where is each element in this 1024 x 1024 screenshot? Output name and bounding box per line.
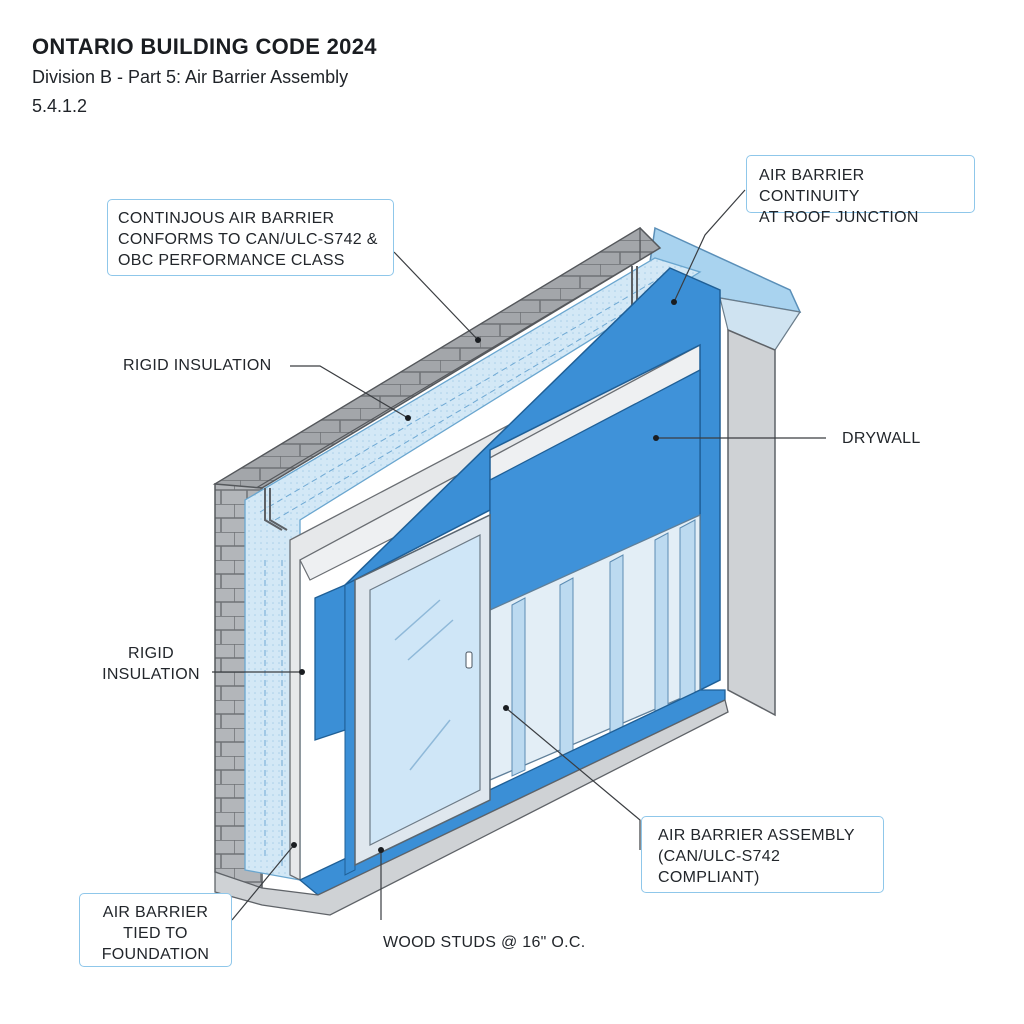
roof-junction-parapet [649,226,802,717]
section-number: 5.4.1.2 [32,96,88,116]
label-drywall: DRYWALL [842,430,921,447]
page-subtitle: Division B - Part 5: Air Barrier Assembl… [32,67,349,87]
window-unit [354,513,491,867]
callout-air-barrier-assembly: AIR BARRIER ASSEMBLY (CAN/ULC-S742 COMPL… [641,816,884,893]
label-wood-studs: WOOD STUDS @ 16" O.C. [383,934,586,951]
air-barrier-membrane-upper [344,267,721,692]
page-title: ONTARIO BUILDING CODE 2024 [32,34,377,59]
callout-air-barrier-foundation: AIR BARRIER TIED TO FOUNDATION [79,893,232,967]
callout-continuous-air-barrier: CONTINJOUS AIR BARRIER CONFORMS TO CAN/U… [107,199,394,276]
label-rigid-insulation-left: RIGID INSULATION [102,645,200,683]
air-barrier-membrane-bottom [298,689,726,896]
wood-studs [489,513,701,781]
leader-lines [212,189,826,921]
air-barrier-membrane-left [314,584,346,741]
callout-roof-junction: AIR BARRIER CONTINUITY AT ROOF JUNCTION [746,155,975,226]
label-rigid-insulation-top: RIGID INSULATION [123,357,272,374]
